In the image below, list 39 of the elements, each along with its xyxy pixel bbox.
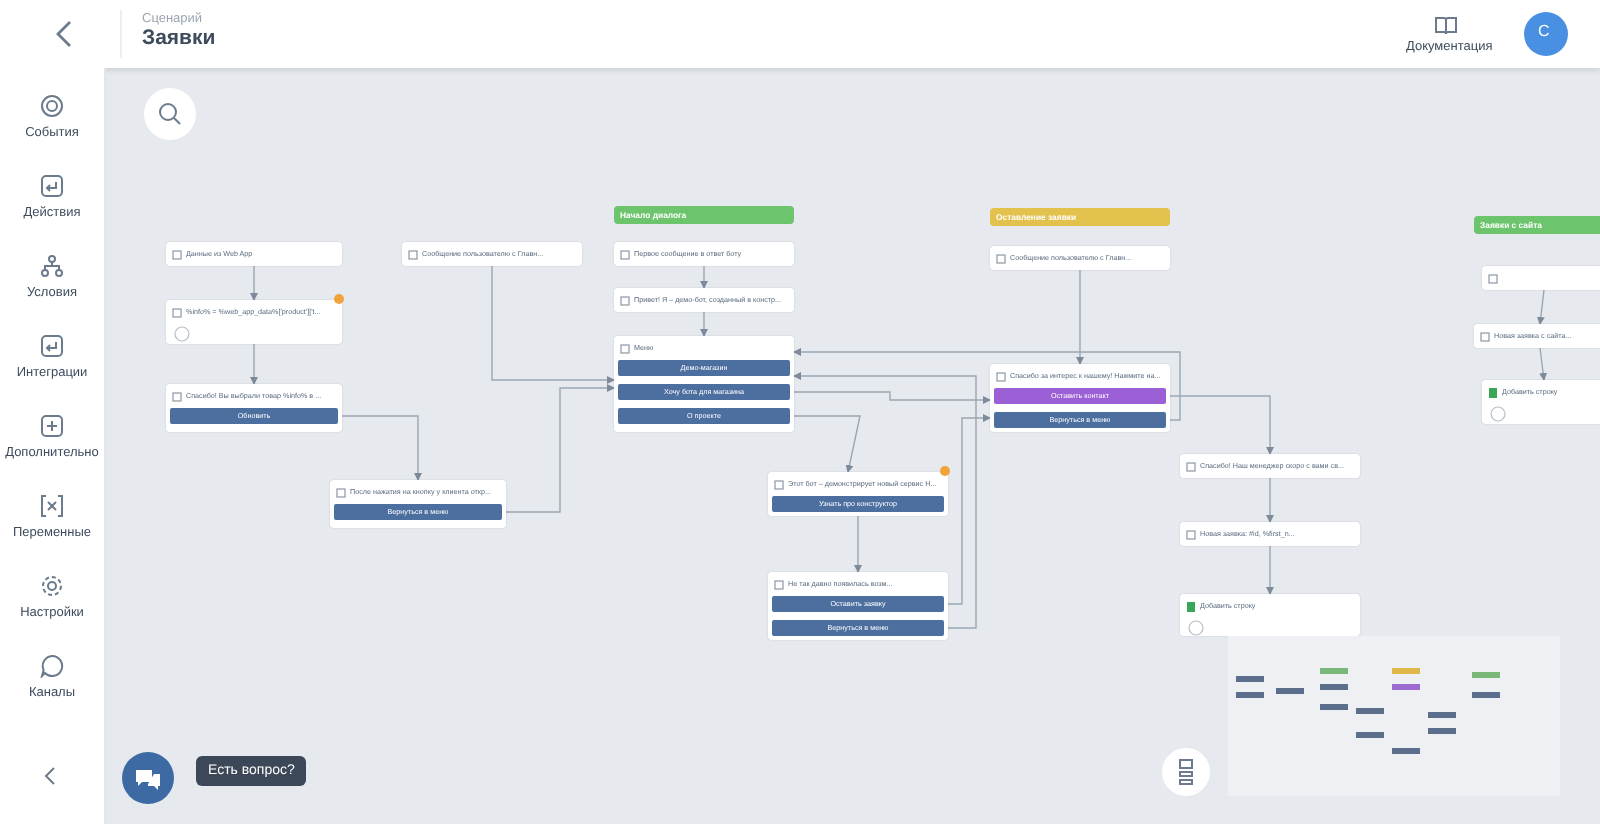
connector-arrow (1536, 289, 1545, 325)
connector-arrow (1266, 545, 1274, 595)
connector-arrow (700, 311, 708, 337)
avatar-initial: С (1538, 22, 1550, 40)
connector-arrow (854, 515, 862, 573)
connector-arrow (1076, 269, 1084, 365)
connector-arrow (943, 414, 991, 605)
connector-arrow (789, 415, 861, 473)
connector-arrow (700, 265, 708, 289)
message-card (166, 242, 342, 266)
message-card (1482, 266, 1600, 290)
connector-arrow (250, 343, 258, 385)
connector-arrow (1266, 477, 1274, 523)
connector-arrow (491, 265, 615, 384)
connector-arrow (793, 372, 977, 629)
message-card (1482, 380, 1600, 424)
connector-arrow (501, 384, 615, 513)
message-card (768, 572, 948, 640)
message-card (990, 364, 1170, 432)
connector-arrow (250, 265, 258, 301)
message-card (402, 242, 582, 266)
message-card (1180, 454, 1360, 478)
message-card (1180, 594, 1360, 636)
message-card (614, 288, 794, 312)
connector-arrow (337, 415, 422, 481)
message-card (614, 242, 794, 266)
page-title: Заявки (142, 26, 216, 50)
message-card (166, 300, 342, 344)
message-card (330, 480, 506, 528)
message-card (166, 384, 342, 432)
message-card (1180, 522, 1360, 546)
connector-arrow (1165, 395, 1274, 455)
message-card (1474, 324, 1600, 348)
connector-arrow (793, 348, 1181, 421)
connector-arrow (1539, 347, 1548, 381)
message-card (990, 246, 1170, 270)
message-card (768, 472, 948, 516)
connector-arrow (789, 391, 991, 404)
message-card (614, 336, 794, 432)
